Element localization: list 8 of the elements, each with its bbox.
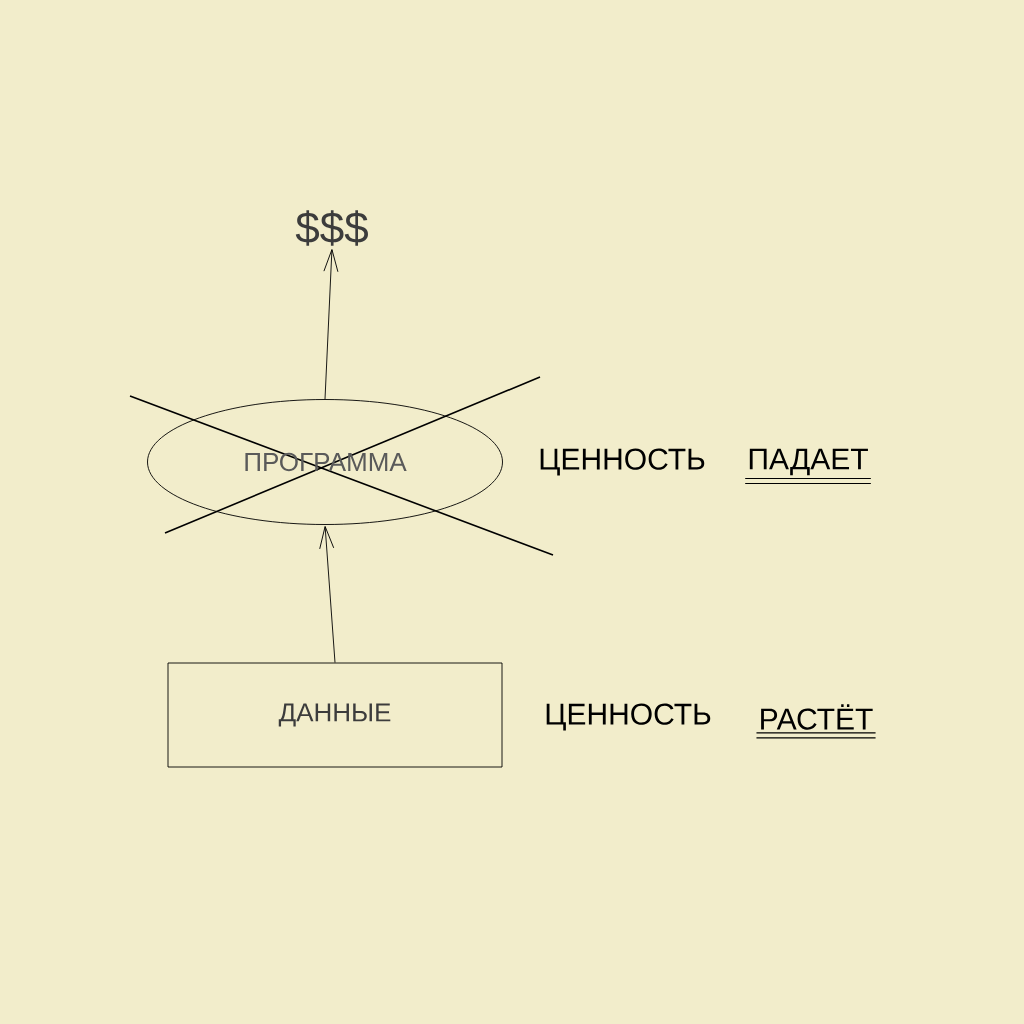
process-box: ДАННЫЕ: [167, 662, 503, 768]
value-text: ЦЕННОСТЬ: [540, 448, 705, 476]
arrow: [319, 525, 336, 663]
value-text: ЦЕННОСТЬ: [546, 703, 711, 731]
arrow: [323, 249, 339, 400]
dollar-text: $$$: [295, 210, 368, 246]
underlined-word: РАСТЁТ: [755, 704, 877, 739]
underlined-word: ПАДАЕТ: [744, 448, 872, 485]
